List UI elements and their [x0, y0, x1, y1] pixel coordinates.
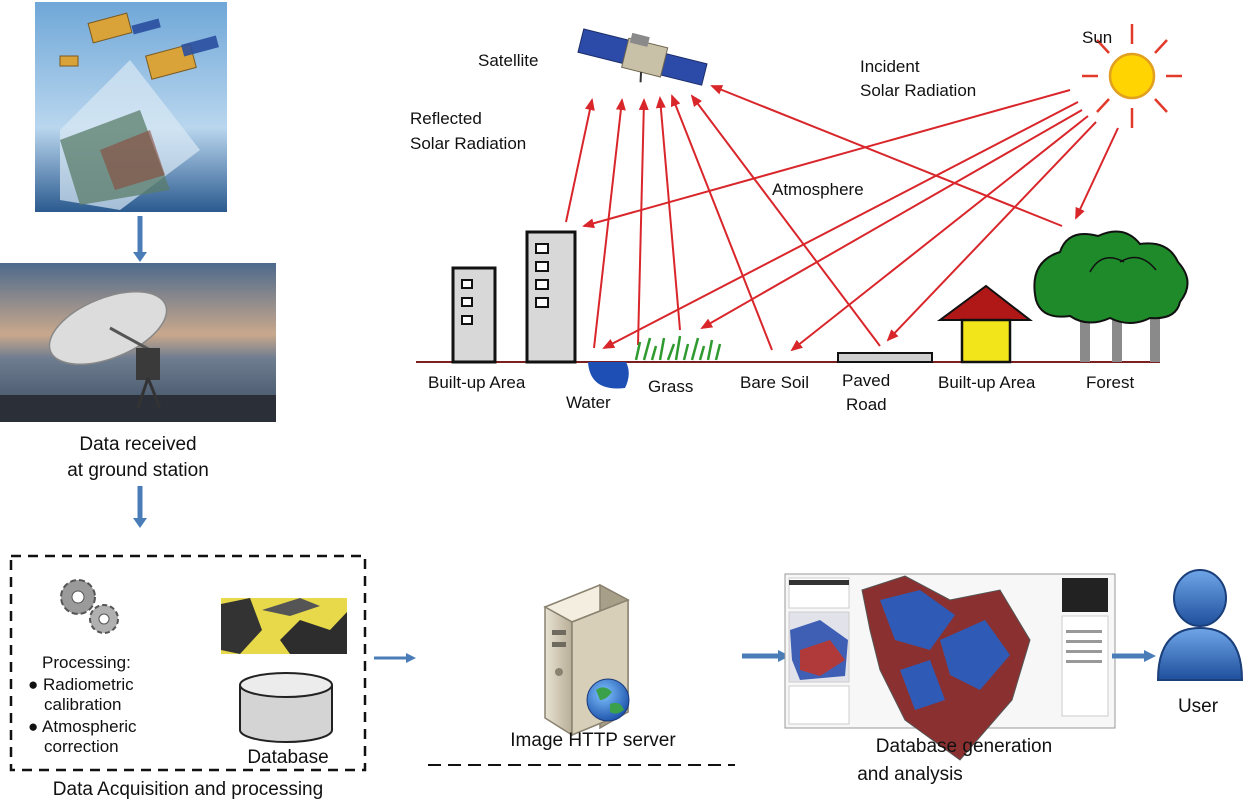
- user-icon: [1156, 569, 1244, 681]
- ground-label-line-1: Data received: [79, 434, 196, 455]
- incident-arrow-forest: [1075, 127, 1119, 220]
- label-builtup-left: Built-up Area: [428, 373, 526, 392]
- sun-label: Sun: [1082, 28, 1112, 47]
- reflected-arrow-baresoil: [671, 94, 773, 351]
- incident-label-line-2: Solar Radiation: [860, 81, 976, 100]
- atmosphere-label: Atmosphere: [772, 180, 864, 199]
- database-label: Database: [247, 747, 328, 768]
- reflected-label-line-2: Solar Radiation: [410, 134, 526, 153]
- database-icon: [239, 672, 333, 743]
- water-body: [588, 362, 629, 389]
- ground-label-line-2: at ground station: [67, 460, 209, 481]
- house-icon: [936, 284, 1033, 364]
- server-icon: [543, 583, 630, 737]
- satellite-icon: [577, 28, 708, 86]
- reflected-arrow-paved: [690, 94, 881, 347]
- incident-arrow-water: [602, 101, 1079, 349]
- reflected-label-line-1: Reflected: [410, 109, 482, 128]
- user-label: User: [1178, 696, 1219, 717]
- satellite-label: Satellite: [478, 51, 538, 70]
- forest-icon: [1033, 230, 1189, 362]
- building-tall: [525, 230, 577, 364]
- building-short: [451, 266, 497, 364]
- incident-arrow-builtup: [582, 89, 1071, 229]
- label-water: Water: [566, 393, 611, 412]
- dbgen-label-line-2: and analysis: [857, 764, 963, 785]
- analysis-screenshot: [784, 573, 1116, 761]
- ground-station-photo: [0, 263, 276, 422]
- label-paved-line-2: Road: [846, 395, 887, 414]
- paved-road: [837, 352, 933, 363]
- processing-label: Processing:: [42, 653, 131, 672]
- reflected-arrows: [565, 85, 1063, 351]
- atmospheric-label-2: correction: [44, 737, 119, 756]
- sun-icon: [1082, 24, 1182, 128]
- incident-label-line-1: Incident: [860, 57, 920, 76]
- processing-box: [9, 554, 367, 772]
- gear-icon: [60, 579, 119, 634]
- reflected-arrow-water-2: [637, 98, 649, 346]
- reflected-arrow-forest: [710, 85, 1063, 227]
- radiometric-label-2: calibration: [44, 695, 122, 714]
- grass-patch: [634, 335, 722, 361]
- incident-arrow-baresoil: [790, 115, 1089, 352]
- incident-arrow-grass: [700, 109, 1083, 329]
- satellite-photo: [35, 2, 227, 212]
- server-label: Image HTTP server: [510, 730, 676, 751]
- reflected-arrow-grass: [655, 96, 681, 331]
- label-grass: Grass: [648, 377, 693, 396]
- reflected-arrow-builtup: [565, 98, 595, 223]
- radiometric-label-1: ● Radiometric: [28, 675, 134, 694]
- incident-arrow-paved: [886, 121, 1097, 342]
- atmospheric-label-1: ● Atmospheric: [28, 717, 137, 736]
- reflected-arrow-water-1: [593, 98, 626, 349]
- label-paved-line-1: Paved: [842, 371, 890, 390]
- acquisition-label: Data Acquisition and processing: [53, 779, 323, 800]
- label-builtup-right: Built-up Area: [938, 373, 1036, 392]
- map-thumbnail: [221, 598, 347, 654]
- incident-arrows: [582, 89, 1119, 352]
- label-forest: Forest: [1086, 373, 1134, 392]
- label-bare-soil: Bare Soil: [740, 373, 809, 392]
- dbgen-label-line-1: Database generation: [876, 736, 1052, 757]
